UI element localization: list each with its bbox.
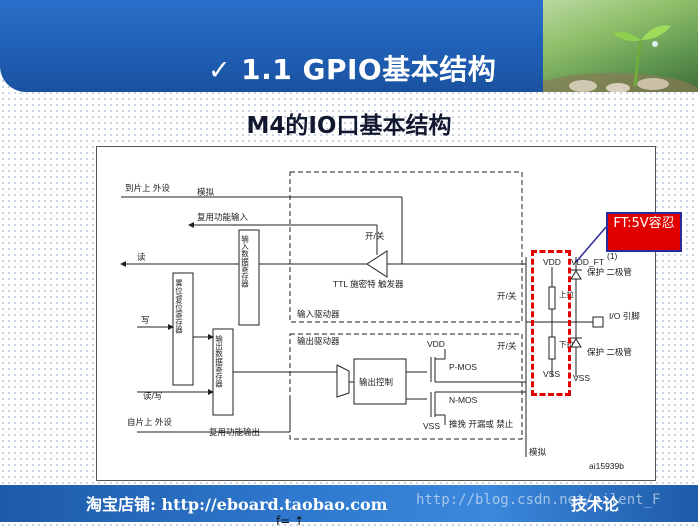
pmos-label: P-MOS: [449, 362, 477, 372]
vdd-ft-label: VDD_FT: [571, 257, 604, 267]
on-off-top-label: 开/关: [365, 231, 385, 241]
pull-down-label: 下拉: [559, 339, 574, 349]
vdd-ft-note: (1): [607, 251, 618, 261]
protect-diode-top-label: 保护 二极管: [587, 267, 632, 277]
gpio-schematic: 到片上 外设 模拟 复用功能输入 读 开/关 TTL 施密特 触发器 输入驱动器…: [120, 171, 640, 471]
alt-func-output-label: 复用功能输出: [209, 427, 260, 437]
output-data-register-label: 输出数据寄存器: [214, 334, 223, 389]
seedling-photo: [543, 0, 698, 92]
analog-bottom-label: 模拟: [529, 447, 547, 457]
on-off-mid-label: 开/关: [497, 291, 517, 301]
output-driver-region: [289, 333, 523, 440]
shop-link-text: 淘宝店铺: http://eboard.taobao.com: [86, 495, 388, 514]
diagram-heading: M4的IO口基本结构: [246, 113, 452, 139]
vss-bottom-label: VSS: [423, 421, 440, 431]
slide-title-text: 1.1 GPIO基本结构: [241, 53, 497, 86]
pull-up-label: 上拉: [559, 289, 574, 299]
io-pin-label: I/O 引脚: [609, 311, 640, 321]
push-pull-label: 推挽 开漏或 禁止: [449, 419, 514, 429]
from-chip-peripheral-label: 自片上 外设: [127, 417, 172, 427]
gpio-structure-diagram: 到片上 外设 模拟 复用功能输入 读 开/关 TTL 施密特 触发器 输入驱动器…: [96, 146, 656, 481]
write-label: 写: [141, 315, 150, 325]
seedling-illustration: [543, 25, 698, 92]
bit-set-reset-register-label: 置位/复位寄存器: [174, 279, 183, 335]
input-data-register-label: 输入数据寄存器: [240, 234, 249, 289]
read-label: 读: [137, 252, 146, 262]
vss-right-label: VSS: [573, 373, 590, 383]
ttl-schmitt-label: TTL 施密特 触发器: [333, 279, 404, 289]
slide-footer: [0, 485, 698, 522]
input-driver-region: [289, 171, 523, 323]
cut-off-text: f= ↑: [276, 514, 305, 528]
analog-top-label: 模拟: [197, 187, 215, 197]
to-chip-peripheral-label: 到片上 外设: [125, 183, 170, 193]
slide-header: ✓ 1.1 GPIO基本结构: [0, 0, 698, 92]
alt-func-input-label: 复用功能输入: [197, 212, 249, 222]
read-write-label: 读/写: [143, 391, 162, 401]
output-driver-label: 输出驱动器: [297, 336, 340, 346]
blog-watermark: http://blog.csdn.net/silent_F: [416, 492, 661, 508]
on-off-right-label: 开/关: [497, 341, 517, 351]
protect-diode-bottom-label: 保护 二极管: [587, 347, 632, 357]
output-control-label: 输出控制: [359, 377, 393, 387]
pull-resistor-highlight: [531, 250, 571, 396]
slide-title: ✓ 1.1 GPIO基本结构: [208, 48, 496, 88]
callout-pointer: [575, 226, 607, 263]
vss-rail-label: VSS: [543, 369, 560, 379]
figure-id-label: ai15939b: [589, 461, 624, 471]
input-driver-label: 输入驱动器: [297, 309, 340, 319]
vdd-rail-label: VDD: [543, 257, 561, 267]
ft-5v-tolerant-callout: FT:5V容忍: [606, 212, 682, 252]
forum-text: 技术论: [571, 495, 620, 514]
check-icon: ✓: [208, 55, 232, 86]
vdd-top-label: VDD: [427, 339, 445, 349]
nmos-label: N-MOS: [449, 395, 478, 405]
